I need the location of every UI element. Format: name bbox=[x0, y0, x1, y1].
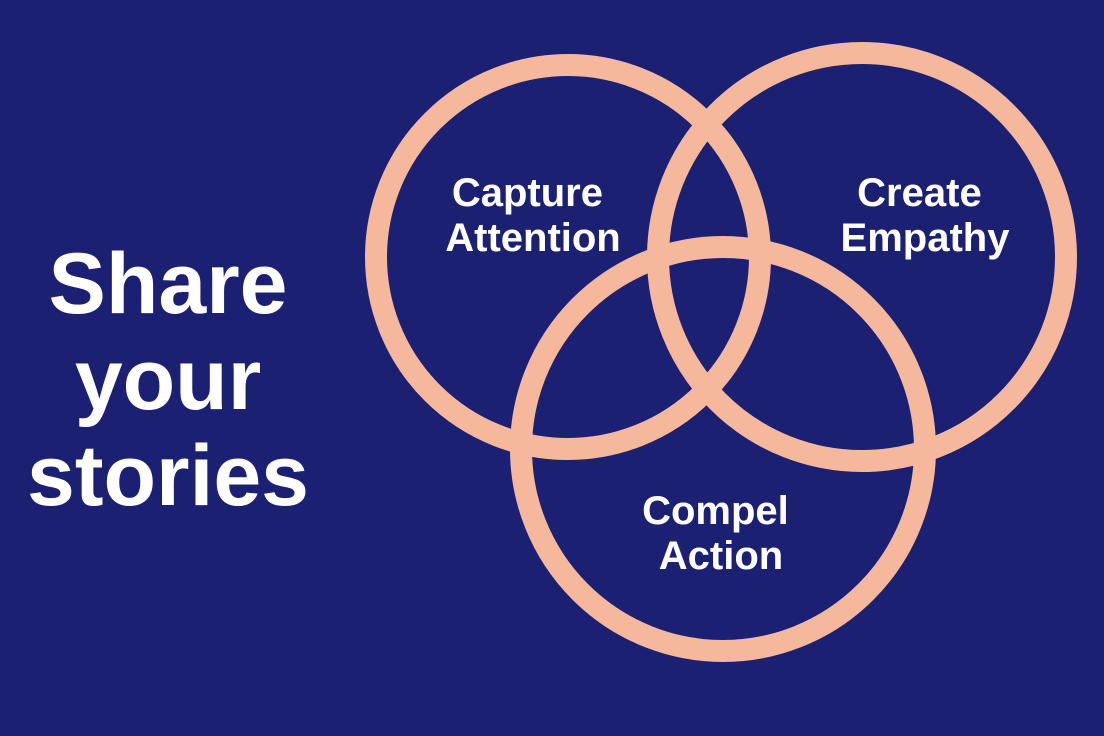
label-create-empathy: Create Empathy bbox=[841, 171, 1011, 260]
label-compel-action-line-1: Compel bbox=[642, 489, 789, 533]
label-create-empathy-line-1: Create bbox=[857, 171, 982, 215]
circle-compel-action bbox=[510, 236, 936, 662]
label-compel-action-line-2: Action bbox=[659, 534, 783, 578]
label-capture-attention-line-1: Capture bbox=[452, 171, 603, 215]
title-line-3: stories bbox=[26, 428, 310, 524]
title-line-2: your bbox=[74, 332, 262, 428]
title-line-1: Share bbox=[48, 236, 288, 332]
label-capture-attention-line-2: Attention bbox=[445, 216, 621, 260]
label-capture-attention: Capture Attention bbox=[445, 171, 621, 260]
slide-title: Share your stories bbox=[0, 236, 336, 524]
label-create-empathy-line-2: Empathy bbox=[841, 216, 1011, 260]
label-compel-action: Compel Action bbox=[642, 489, 800, 578]
